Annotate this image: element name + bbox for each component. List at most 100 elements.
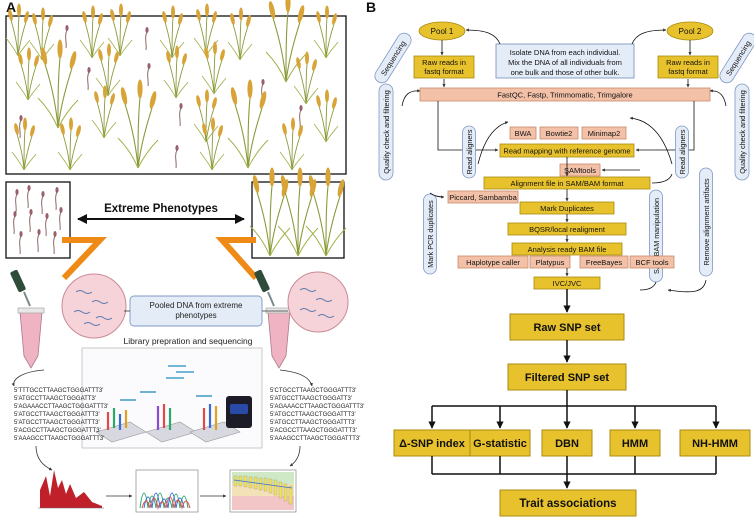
minimap2-box xyxy=(581,126,627,140)
bowtie2-label: Bowtie2 xyxy=(546,129,573,138)
extreme-phenotypes-label: Extreme Phenotypes xyxy=(104,203,218,215)
curve-to-depth xyxy=(35,445,53,471)
raw-reads-2-line: fastq format xyxy=(668,67,709,76)
sequencing-pill-left: Sequencing xyxy=(374,32,412,84)
bcf-tools-label: BCF tools xyxy=(636,258,669,267)
isolate-line: Isolate DNA from each individual. xyxy=(510,48,620,57)
trait-associations-box xyxy=(499,489,637,517)
samtools-label: SAMtools xyxy=(564,166,596,175)
arrow-remove-artifacts xyxy=(667,279,707,293)
delta-snp-label: Δ-SNP index xyxy=(399,438,466,450)
dna-fragments-right xyxy=(299,288,335,318)
line-sam-bam xyxy=(639,281,657,291)
orange-arrow-right xyxy=(215,237,259,281)
line-samtools xyxy=(651,173,673,184)
seq-right-line: 5'AAAGCCTTAAGCTGGGATTT3' xyxy=(270,436,360,442)
quality-check-label: Quality check and filtering xyxy=(382,90,391,174)
delta-snp-box xyxy=(393,429,471,457)
sequencing-illustration xyxy=(95,365,252,443)
arrow-qc-right xyxy=(709,89,727,107)
analysis-ready-label: Analysis ready BAM file xyxy=(528,245,607,254)
alignment-file-label: Alignment file in SAM/BAM format xyxy=(511,179,625,188)
seq-right-line: 5'ACGCCTTAAGCTGGGATTT3' xyxy=(270,428,357,434)
read-depth-plot xyxy=(38,470,104,509)
samtools-box xyxy=(559,163,601,177)
bowtie2-box xyxy=(539,126,579,140)
raw-snp-label: Raw SNP set xyxy=(533,322,600,334)
seq-left-line: 5'ACGCCTTAAGCTGGGATTT3' xyxy=(14,428,101,434)
dna-fragments-left xyxy=(73,290,113,326)
arrow-aligners-left xyxy=(477,121,509,165)
pipette-left xyxy=(10,269,31,307)
dna-circle-left xyxy=(61,273,127,339)
dna-circle-right xyxy=(287,271,349,333)
raw-reads-box-2 xyxy=(657,55,719,79)
seq-left-line: 5'AAAGCCTTAAGCTGGGATTT3' xyxy=(14,436,104,442)
arrow-isolate-pool2 xyxy=(631,28,667,45)
seq-right-line: 5'ATGCCTTAAGCTGGGATTT3' xyxy=(270,420,356,426)
platypus-label: Platypus xyxy=(536,258,565,267)
raw-reads-box-1 xyxy=(413,55,475,79)
arrow-qc-left xyxy=(401,89,421,107)
mark-pcr-label: Mark PCR duplicates xyxy=(426,200,435,268)
haplotype-caller-label: Haplotype caller xyxy=(466,258,520,267)
curve-to-quality xyxy=(289,445,301,467)
seq-left-line: 5'ATGCCTTAAGCTGGGATTT3' xyxy=(14,412,100,418)
trait-associations-label: Trait associations xyxy=(519,498,616,510)
isolate-dna-box xyxy=(495,43,635,79)
arrow-mark-pcr xyxy=(429,192,445,199)
haplotype-caller-box xyxy=(457,255,529,269)
remove-artifacts-label: Remove alignment artifacts xyxy=(702,178,711,265)
platypus-box xyxy=(529,255,571,269)
dbn-label: DBN xyxy=(555,438,579,450)
minimap2-label: Minimap2 xyxy=(588,129,621,138)
raw-reads-1-line: fastq format xyxy=(424,67,465,76)
seq-left-line: 5'TTTGCCTTAAGCTGGGATTT3' xyxy=(14,388,103,394)
pipette-right xyxy=(254,269,275,307)
seq-left-line: 5'AGAAACCTTAAGCTGGGATTT3' xyxy=(14,404,108,410)
read-aligners-pill-right: Read aligners xyxy=(675,125,689,179)
qc-tools-bar xyxy=(419,87,711,102)
seq-left-line: 5'ATGCCTTAAGCTGGGATTT3' xyxy=(14,420,100,426)
piccard-box xyxy=(447,190,519,204)
mark-duplicates-label: Mark Duplicates xyxy=(540,204,594,213)
pooled-dna-line1: Pooled DNA from extreme xyxy=(150,301,243,310)
hmm-label: HMM xyxy=(622,438,648,450)
panel-b-label: B xyxy=(366,0,376,15)
seq-right-line: 5'AGAAACCTTAAGCTGGGATTT3' xyxy=(270,404,364,410)
freebayes-label: FreeBayes xyxy=(586,258,623,267)
g-statistic-label: G-statistic xyxy=(473,438,527,450)
pool1-label: Pool 1 xyxy=(431,27,454,36)
quality-check-label: Quality check and filtering xyxy=(738,90,747,174)
curve-tube-left xyxy=(11,369,45,387)
quality-pill-left: Quality check and filtering xyxy=(378,83,394,181)
panel-a-label: A xyxy=(6,0,16,15)
bcf-tools-box xyxy=(629,255,675,269)
bwa-box xyxy=(509,126,537,140)
chromatogram xyxy=(139,492,191,510)
arrow-isolate-pool1 xyxy=(465,28,501,45)
sam-bam-label: SAM/BAM manipulation xyxy=(652,198,661,274)
read-aligners-label: Read aligners xyxy=(678,129,687,174)
arrow-qc-mapping-left xyxy=(437,101,499,152)
raw-reads-2-line: Raw reads in xyxy=(666,58,710,67)
quality-plot xyxy=(232,472,294,510)
mark-pcr-pill: Mark PCR duplicates xyxy=(423,193,437,275)
nh-hmm-box xyxy=(679,429,751,457)
sequences-right: 5'CTGCCTTAAGCTGGGATTT3' 5'ATGCCTTAAGCTGG… xyxy=(270,388,364,442)
seq-right-line: 5'ATGCCTTAAGCTGGGATT3' xyxy=(270,396,352,402)
ivc-jvc-label: IVC/JVC xyxy=(553,279,582,288)
sequencing-pill-right: Sequencing xyxy=(719,32,754,84)
tube-left xyxy=(17,307,45,369)
tube-right xyxy=(265,307,293,369)
seq-right-line: 5'ATGCCTTAAGCTGGGATTT3' xyxy=(270,412,356,418)
remove-artifacts-pill: Remove alignment artifacts xyxy=(699,167,713,277)
filtered-snp-box xyxy=(507,363,627,391)
read-aligners-label: Read aligners xyxy=(465,129,474,174)
read-mapping-label: Read mapping with reference genome xyxy=(503,147,630,156)
hmm-box xyxy=(609,429,661,457)
bwa-label: BWA xyxy=(515,129,532,138)
isolate-line: one bulk and those of other bulk. xyxy=(511,68,620,77)
nh-hmm-label: NH-HMM xyxy=(692,438,738,450)
arrow-qc-mapping-right xyxy=(635,101,695,152)
